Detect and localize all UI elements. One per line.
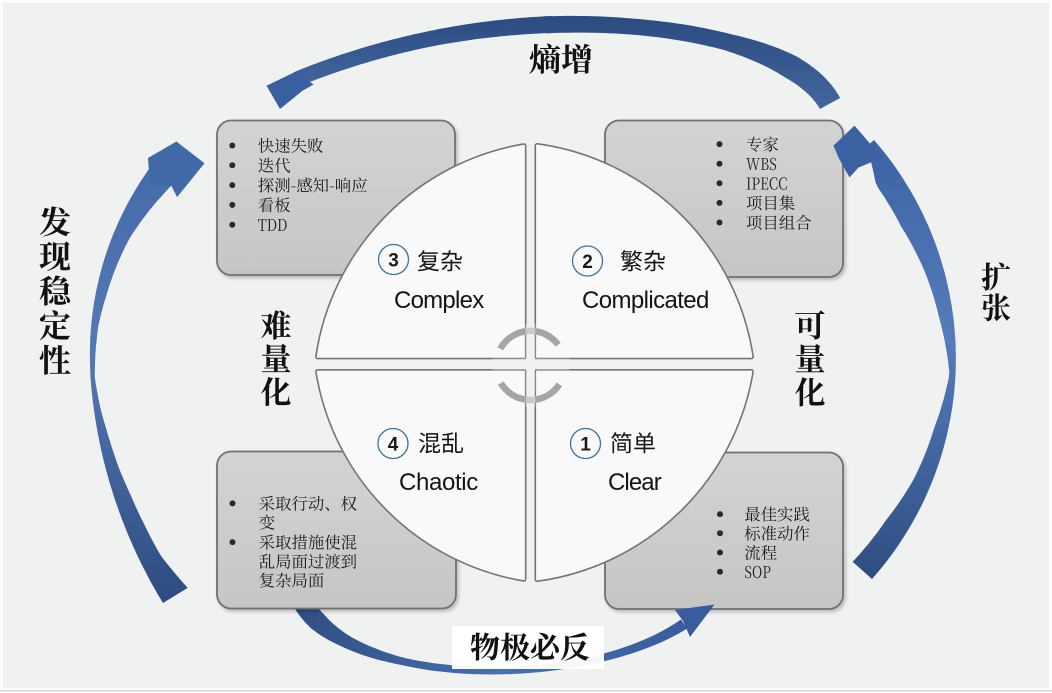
svg-text:Clear: Clear <box>608 469 662 496</box>
svg-text:2: 2 <box>582 252 593 273</box>
svg-text:4: 4 <box>388 434 399 455</box>
svg-text:Chaotic: Chaotic <box>399 469 478 496</box>
svg-text:1: 1 <box>580 434 591 455</box>
svg-text:3: 3 <box>388 250 399 271</box>
svg-text:Complicated: Complicated <box>582 287 709 314</box>
svg-text:Complex: Complex <box>394 287 484 314</box>
